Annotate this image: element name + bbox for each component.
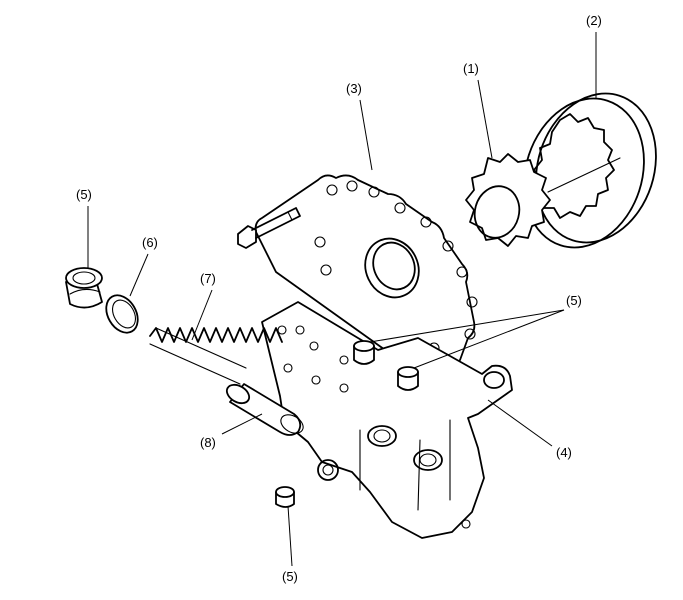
callout-3: (3) bbox=[346, 81, 362, 96]
leader-3 bbox=[359, 99, 373, 171]
leader-5-pins-a bbox=[369, 309, 565, 343]
leader-4 bbox=[487, 399, 553, 447]
leader-6 bbox=[129, 253, 149, 297]
dowel-pins bbox=[353, 340, 419, 391]
cover-bolt bbox=[237, 207, 301, 249]
callout-8: (8) bbox=[200, 435, 216, 450]
washer bbox=[105, 294, 139, 334]
leader-1 bbox=[477, 79, 493, 159]
relief-valve bbox=[225, 383, 304, 436]
callout-2: (2) bbox=[586, 13, 602, 28]
outer-rotor bbox=[523, 92, 657, 249]
callout-5-plug: (5) bbox=[76, 187, 92, 202]
leader-5-bottom bbox=[287, 505, 293, 567]
pump-body bbox=[261, 301, 513, 539]
spring bbox=[149, 327, 283, 385]
leader-8 bbox=[221, 413, 263, 435]
leader-5-pins-b bbox=[413, 309, 565, 369]
bottom-pin bbox=[275, 486, 295, 508]
callout-7: (7) bbox=[200, 271, 216, 286]
plug bbox=[65, 267, 103, 309]
callout-4: (4) bbox=[556, 445, 572, 460]
callout-5-dowels: (5) bbox=[566, 293, 582, 308]
callout-1: (1) bbox=[463, 61, 479, 76]
leader-7 bbox=[191, 289, 213, 341]
callout-6: (6) bbox=[142, 235, 158, 250]
callout-5-bottom: (5) bbox=[282, 569, 298, 584]
inner-rotor bbox=[465, 153, 551, 247]
